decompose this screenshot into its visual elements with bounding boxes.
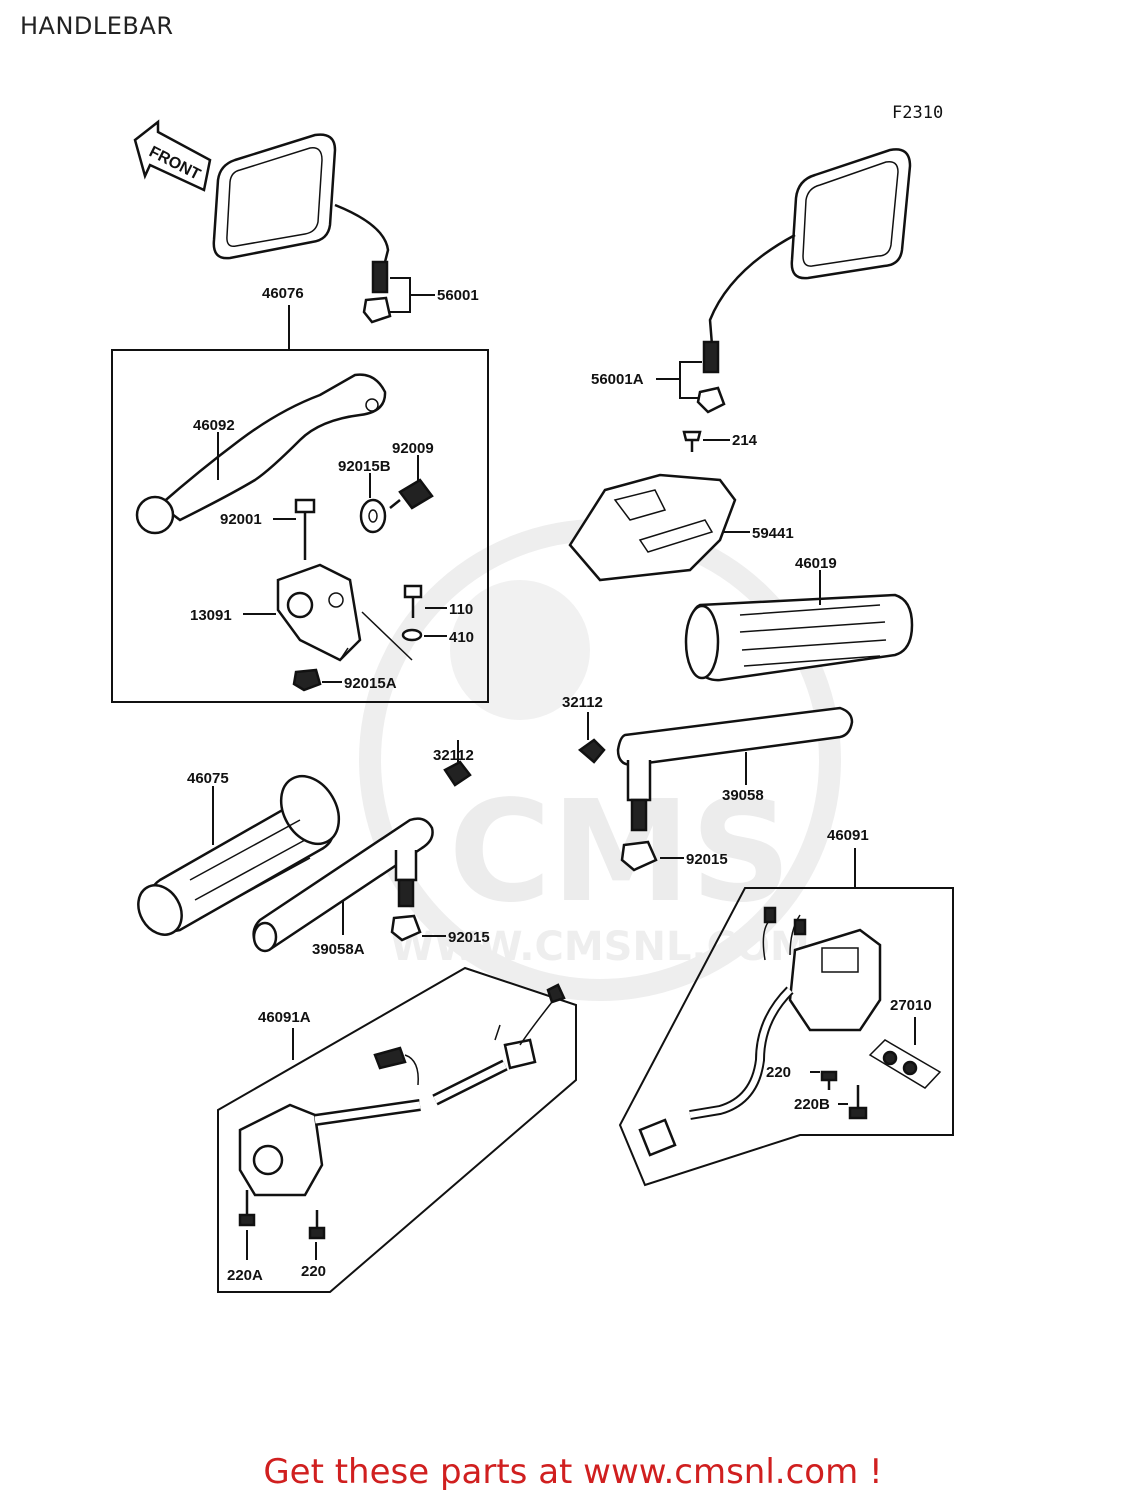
- label-46076: 46076: [262, 285, 304, 302]
- promo-link[interactable]: Get these parts at www.cmsnl.com !: [263, 1452, 883, 1492]
- screw-220B-icon: [848, 1085, 868, 1120]
- label-110: 110: [449, 601, 473, 618]
- figure-code: F2310: [892, 103, 943, 123]
- throttle-grip-46019-icon: [684, 593, 914, 682]
- screw-220A-icon: [238, 1190, 256, 1227]
- label-46075: 46075: [187, 770, 229, 787]
- label-214: 214: [732, 432, 758, 449]
- handlebar-39058A-icon: [252, 817, 434, 953]
- label-59441: 59441: [752, 525, 794, 542]
- label-39058: 39058: [722, 787, 764, 804]
- washer-92015B-icon: [359, 498, 387, 534]
- left-mirror-icon: [212, 133, 392, 324]
- nut-92015A-icon: [292, 668, 322, 692]
- label-46091: 46091: [827, 827, 869, 844]
- brake-lever-icon: [135, 373, 387, 535]
- label-46091A: 46091A: [258, 1009, 311, 1026]
- throttle-cover-59441-icon: [568, 473, 737, 582]
- label-56001: 56001: [437, 287, 479, 304]
- switch-27010-icon: [868, 1039, 942, 1089]
- left-switch-46091A-icon: [238, 983, 566, 1197]
- bolt-92001-icon: [294, 498, 316, 560]
- label-92015-right: 92015: [686, 851, 728, 868]
- bar-end-32112-right-icon: [577, 738, 606, 764]
- label-32112-right: 32112: [562, 694, 603, 711]
- right-switch-46091-icon: [638, 906, 882, 1157]
- label-13091: 13091: [190, 607, 232, 624]
- label-92015B: 92015B: [338, 458, 391, 475]
- label-27010: 27010: [890, 997, 932, 1014]
- handlebar-39058-icon: [616, 706, 854, 832]
- switch-assembly-box-right: [618, 887, 954, 1187]
- watermark-url: WWW.CMSNL.COM: [390, 924, 810, 970]
- label-220-left: 220: [301, 1263, 326, 1280]
- label-56001A: 56001A: [591, 371, 644, 388]
- page-title: HANDLEBAR: [20, 12, 174, 40]
- label-220-right: 220: [766, 1064, 791, 1081]
- washer-410-icon: [401, 628, 423, 642]
- label-220A: 220A: [227, 1267, 263, 1284]
- label-92001: 92001: [220, 511, 262, 528]
- nut-92015-left-icon: [390, 914, 422, 942]
- label-32112-left: 32112: [433, 747, 474, 764]
- label-46019: 46019: [795, 555, 837, 572]
- label-92015A: 92015A: [344, 675, 397, 692]
- label-220B: 220B: [794, 1096, 830, 1113]
- right-mirror-icon: [696, 148, 912, 414]
- screw-220-left-icon: [308, 1210, 326, 1240]
- nut-92015-right-icon: [620, 840, 658, 872]
- bar-end-32112-left-icon: [443, 760, 472, 787]
- switch-assembly-box-left: [217, 966, 577, 1293]
- label-92009: 92009: [392, 440, 434, 457]
- label-46092: 46092: [193, 417, 235, 434]
- adjuster-92009-icon: [389, 478, 434, 510]
- label-39058A: 39058A: [312, 941, 365, 958]
- screw-214-icon: [682, 430, 702, 452]
- lever-assembly-box: [111, 349, 489, 703]
- front-arrow-icon: FRONT: [133, 119, 212, 192]
- label-92015-left: 92015: [448, 929, 490, 946]
- label-410: 410: [449, 629, 474, 646]
- lever-holder-13091-icon: [276, 563, 362, 662]
- left-grip-46075-icon: [137, 774, 341, 936]
- bolt-110-icon: [403, 584, 423, 618]
- screw-220-right-icon: [820, 1070, 838, 1090]
